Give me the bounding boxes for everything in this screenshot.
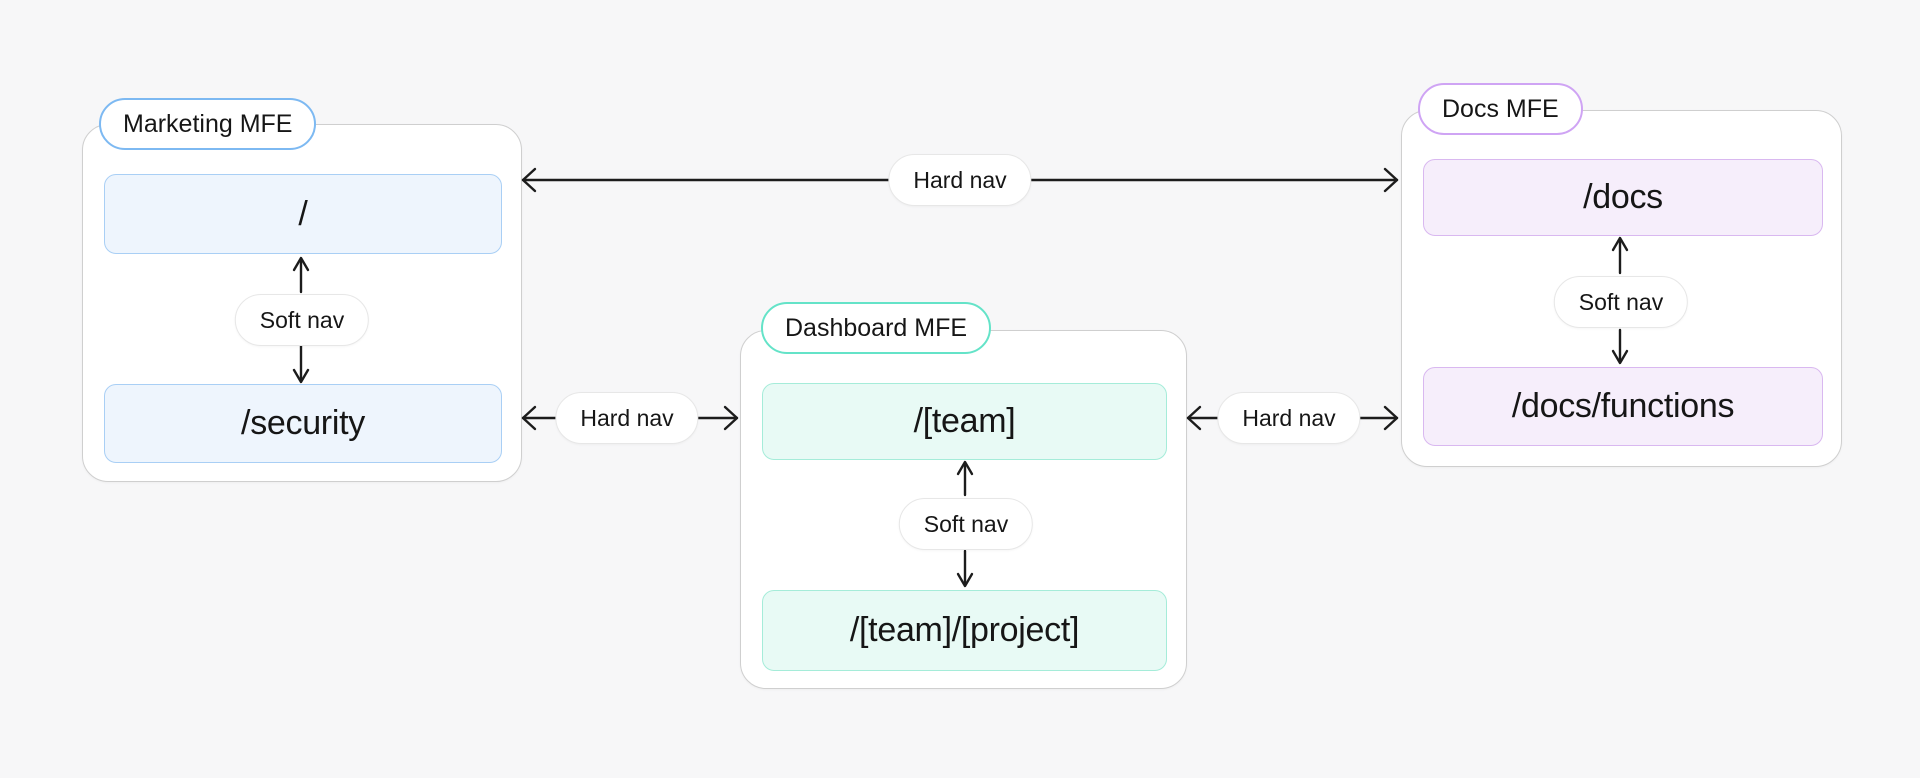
route-label: /docs/functions (1511, 387, 1735, 425)
soft-nav-pill-dashboard: Soft nav (898, 498, 1034, 550)
route-box-team-project: /[team]/[project] (762, 590, 1167, 671)
route-label: /[team]/[project] (849, 611, 1080, 649)
hard-nav-pill-marketing-dashboard: Hard nav (555, 392, 699, 444)
route-label: /docs (1583, 178, 1663, 216)
route-label: / (298, 194, 308, 233)
hard-nav-pill-marketing-docs: Hard nav (888, 154, 1032, 206)
route-box-docs-functions: /docs/functions (1423, 367, 1823, 446)
hard-nav-pill-dashboard-docs: Hard nav (1217, 392, 1361, 444)
mfe-badge-dashboard: Dashboard MFE (761, 302, 992, 354)
route-box-docs: /docs (1423, 159, 1823, 236)
mfe-badge-docs: Docs MFE (1418, 83, 1583, 135)
mfe-container-docs: Docs MFE /docs Soft nav /docs/functions (1401, 83, 1842, 467)
route-box-security: /security (104, 384, 502, 463)
route-label: /security (241, 404, 365, 442)
mfe-badge-marketing: Marketing MFE (99, 98, 317, 150)
soft-nav-pill-docs: Soft nav (1553, 276, 1689, 328)
route-box-team: /[team] (762, 383, 1167, 460)
soft-nav-pill-marketing: Soft nav (234, 294, 370, 346)
route-box-root: / (104, 174, 502, 254)
mfe-container-marketing: Marketing MFE / Soft nav /security (82, 98, 522, 482)
route-label: /[team] (913, 402, 1016, 440)
mfe-container-dashboard: Dashboard MFE /[team] Soft nav /[team]/[… (740, 302, 1187, 689)
